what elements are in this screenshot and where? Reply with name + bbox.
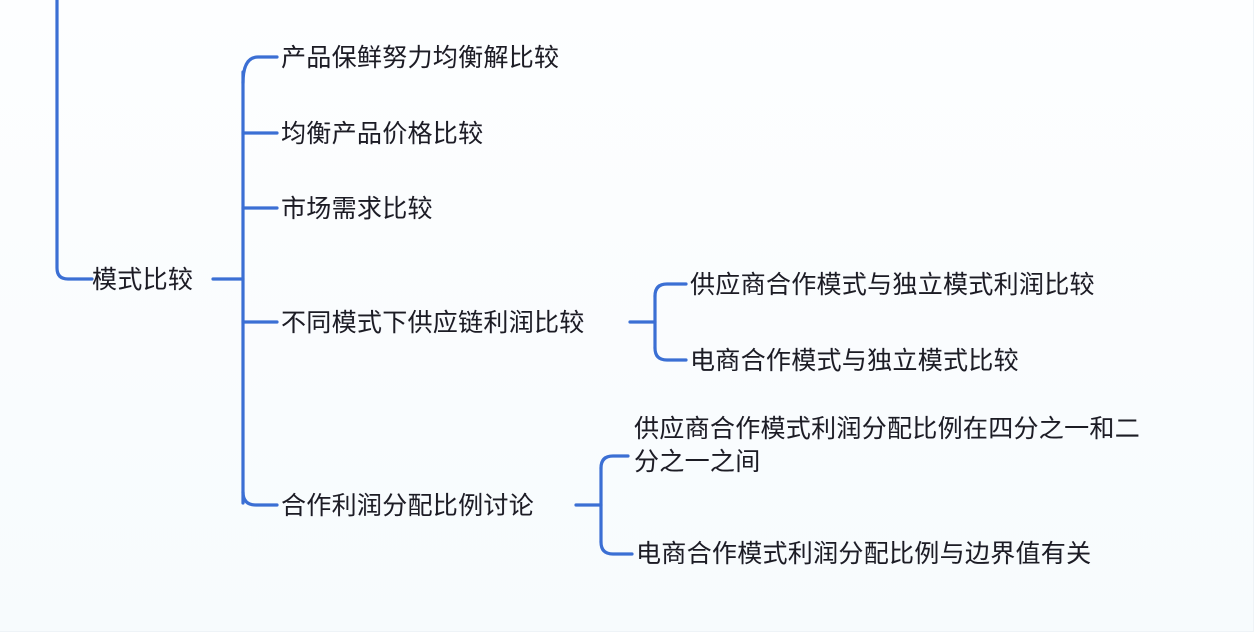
connector-b5-child-1 (599, 454, 630, 470)
mind-map-node-branch-4[interactable]: 不同模式下供应链利润比较 (281, 309, 585, 337)
mind-map-node-branch-4-child-1[interactable]: 供应商合作模式与独立模式利润比较 (690, 271, 1095, 299)
connector-b4-child-2 (653, 346, 688, 362)
mind-map-node-branch-2[interactable]: 均衡产品价格比较 (281, 120, 484, 148)
mind-map-node-branch-1[interactable]: 产品保鲜努力均衡解比较 (281, 44, 560, 72)
connector-b5-child-2 (599, 540, 634, 556)
connector-branch-1 (241, 55, 279, 85)
mind-map-node-branch-4-child-2[interactable]: 电商合作模式与独立模式比较 (690, 347, 1019, 375)
connector-root-incoming (55, 0, 94, 281)
mind-map-node-branch-5-child-2[interactable]: 电商合作模式利润分配比例与边界值有关 (636, 540, 1092, 568)
connector-b4-child-1 (653, 282, 688, 298)
mind-map-node-branch-3[interactable]: 市场需求比较 (281, 195, 433, 223)
mind-map-node-branch-5-child-1[interactable]: 供应商合作模式利润分配比例在四分之一和二分之一之间 (634, 415, 1141, 476)
mind-map-root-node[interactable]: 模式比较 (92, 266, 194, 294)
connector-branch-5 (241, 490, 279, 507)
mind-map-node-branch-5[interactable]: 合作利润分配比例讨论 (281, 492, 535, 520)
